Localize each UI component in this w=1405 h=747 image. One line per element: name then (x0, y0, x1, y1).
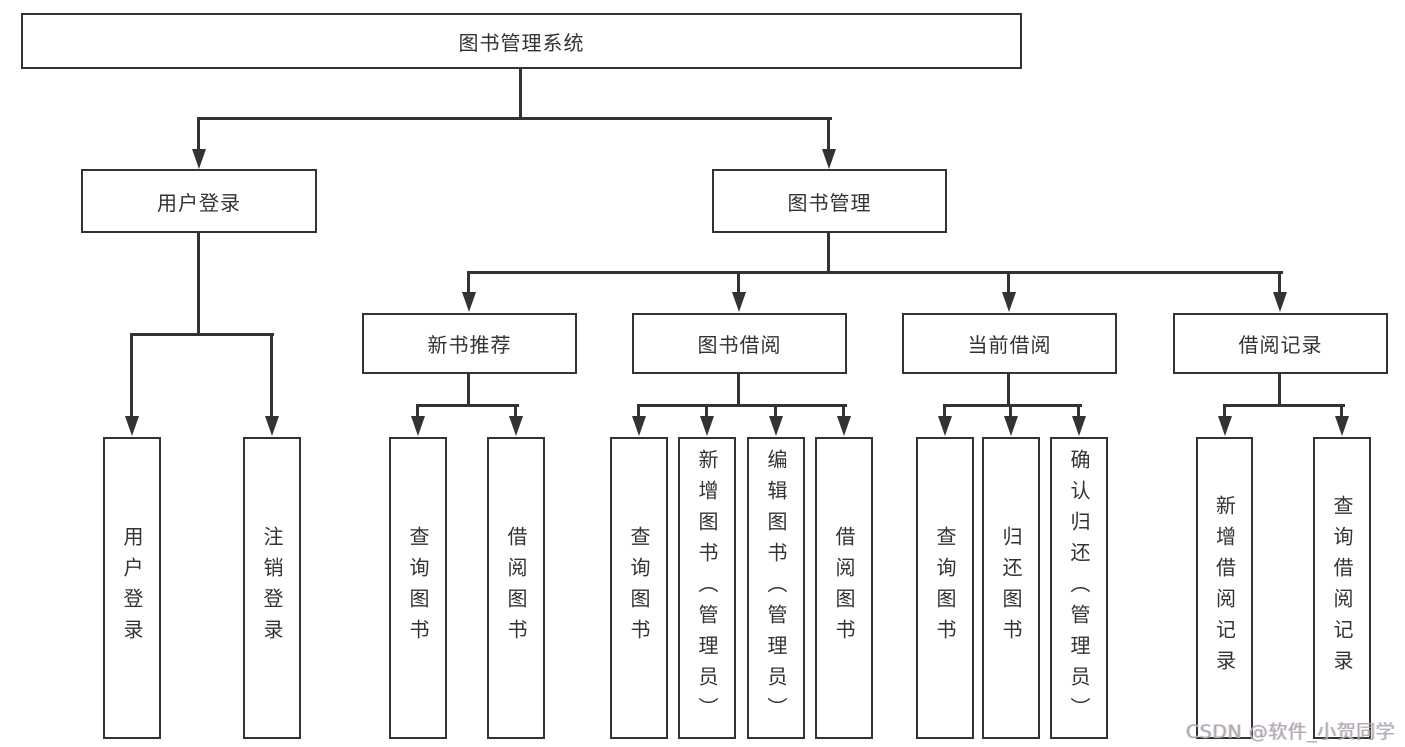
node-add-books-admin: 新增图书（管理员） (678, 437, 736, 739)
node-label: 用户登录 (157, 190, 241, 215)
arrowhead-down (192, 119, 206, 169)
arrowhead-down (265, 335, 279, 436)
node-label: 注销登录 (260, 526, 284, 650)
node-label: 查询借阅记录 (1330, 495, 1354, 681)
arrowhead-down (632, 406, 646, 436)
node-confirm-return-admin: 确认归还（管理员） (1050, 437, 1108, 739)
node-logout: 注销登录 (243, 437, 301, 739)
connector-line (1278, 374, 1281, 406)
connector-line (467, 271, 1283, 274)
csdn-watermark: CSDN @软件_小贺同学 (1186, 721, 1396, 743)
node-label: 图书管理 (787, 190, 872, 215)
node-recommend-borrow-books: 借阅图书 (487, 437, 545, 739)
connector-line (416, 404, 519, 407)
arrowhead-down (837, 406, 851, 436)
node-label: 图书借阅 (697, 333, 782, 357)
arrowhead-down (700, 406, 714, 436)
node-user-login-leaf: 用户登录 (103, 437, 161, 739)
node-label: 新增借阅记录 (1212, 495, 1237, 681)
node-label: 编辑图书（管理员） (764, 448, 788, 728)
node-add-borrow-record: 新增借阅记录 (1196, 437, 1253, 739)
connector-line (197, 117, 832, 120)
arrowhead-down (938, 406, 952, 436)
node-label: 确认归还（管理员） (1067, 448, 1091, 728)
node-borrowing-records: 借阅记录 (1173, 313, 1388, 374)
node-label: 查询图书 (933, 526, 957, 650)
arrowhead-down (769, 406, 783, 436)
arrowhead-down (125, 335, 139, 436)
arrowhead-down (411, 406, 425, 436)
node-edit-books-admin: 编辑图书（管理员） (747, 437, 805, 739)
node-book-management: 图书管理 (712, 169, 947, 233)
node-label: 借阅图书 (832, 526, 856, 650)
arrowhead-down (1335, 406, 1349, 436)
node-current-borrowing: 当前借阅 (902, 313, 1117, 374)
arrowhead-down (1004, 406, 1018, 436)
node-label: 新书推荐 (427, 333, 512, 357)
arrowhead-down (1002, 273, 1016, 312)
arrowhead-down (1273, 273, 1287, 312)
arrowhead-down (1072, 406, 1086, 436)
connector-line (637, 404, 847, 407)
node-user-login: 用户登录 (81, 169, 317, 233)
node-label: 当前借阅 (967, 333, 1052, 357)
connector-line (130, 333, 274, 336)
node-label: 借阅图书 (504, 526, 528, 650)
node-label: 借阅记录 (1238, 333, 1323, 357)
node-label: 归还图书 (999, 526, 1023, 650)
node-label: 新增图书（管理员） (695, 448, 719, 728)
connector-line (737, 374, 740, 406)
node-borrow-books: 借阅图书 (815, 437, 873, 739)
arrowhead-down (509, 406, 523, 436)
node-label: 查询图书 (627, 526, 651, 650)
node-library-management-system: 图书管理系统 (21, 13, 1022, 69)
connector-line (197, 233, 200, 335)
node-current-query-books: 查询图书 (916, 437, 974, 739)
node-label: 图书管理系统 (458, 30, 585, 55)
arrowhead-down (1218, 406, 1232, 436)
arrowhead-down (822, 119, 836, 169)
node-return-books: 归还图书 (982, 437, 1040, 739)
node-label: 查询图书 (406, 526, 430, 650)
arrowhead-down (732, 273, 746, 312)
node-recommend-query-books: 查询图书 (389, 437, 447, 739)
node-new-book-recommend: 新书推荐 (362, 313, 577, 374)
connector-line (943, 404, 1082, 407)
connector-line (1007, 374, 1010, 406)
node-label: 用户登录 (120, 526, 144, 650)
node-borrowing-query-books: 查询图书 (610, 437, 668, 739)
connector-line (467, 374, 470, 406)
node-query-borrow-record: 查询借阅记录 (1313, 437, 1371, 739)
arrowhead-down (462, 273, 476, 312)
connector-line (1223, 404, 1345, 407)
node-book-borrowing: 图书借阅 (632, 313, 847, 374)
connector-line (827, 233, 830, 273)
connector-line (519, 69, 522, 119)
